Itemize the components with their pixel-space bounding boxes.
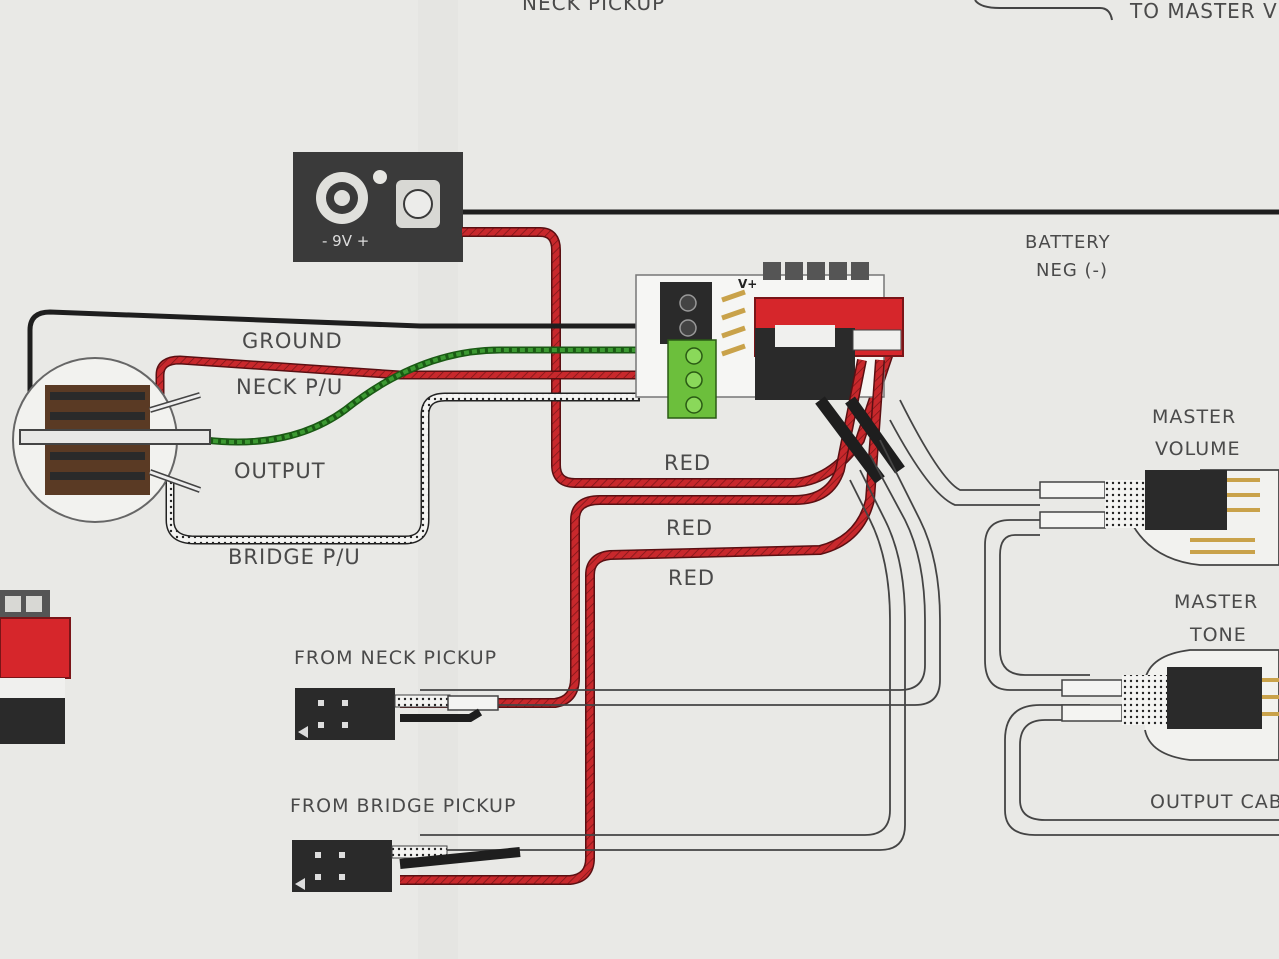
ground-label: GROUND [242, 329, 343, 353]
red-wire-bridge [400, 359, 884, 884]
output-wire [204, 348, 640, 444]
neck-pickup-connector [295, 688, 499, 740]
bridge-pu-wire [167, 394, 640, 543]
left-edge-connector [0, 590, 71, 744]
red-label-2: RED [666, 516, 713, 540]
red-label-3: RED [668, 566, 715, 590]
master-volume-label-1: MASTER [1152, 406, 1236, 428]
master-tone-label-1: MASTER [1174, 591, 1258, 613]
power-jack: - 9V + [293, 152, 463, 262]
output-cable-label: OUTPUT CAB [1150, 791, 1279, 813]
jack-marking: - 9V + [322, 232, 369, 250]
cable-runs [420, 399, 1279, 851]
top-label-neck-pickup: NECK PICKUP [522, 0, 665, 15]
vplus-label: V+ [738, 277, 757, 291]
ground-wire [27, 309, 640, 410]
output-label: OUTPUT [234, 459, 326, 483]
master-tone-connector [1061, 649, 1279, 761]
master-tone-label-2: TONE [1189, 624, 1247, 646]
from-neck-label: FROM NECK PICKUP [294, 647, 497, 669]
master-volume-connector [1039, 469, 1279, 566]
bridge-pickup-connector [292, 840, 521, 892]
preamp-board: V+ [635, 262, 904, 419]
red-wire-power [462, 228, 894, 487]
red-label-1: RED [664, 451, 711, 475]
neck-pu-label: NECK P/U [236, 375, 343, 399]
neck-pu-wire [157, 356, 640, 400]
battery-label-1: BATTERY [1025, 232, 1111, 253]
red-wire-neck [400, 359, 866, 707]
from-bridge-label: FROM BRIDGE PICKUP [290, 795, 516, 817]
output-jack-symbol [12, 357, 211, 523]
battery-label-2: NEG (-) [1036, 260, 1108, 281]
bridge-pu-label: BRIDGE P/U [228, 545, 361, 569]
master-volume-label-2: VOLUME [1155, 438, 1241, 460]
top-label-master: TO MASTER V [1129, 0, 1278, 23]
